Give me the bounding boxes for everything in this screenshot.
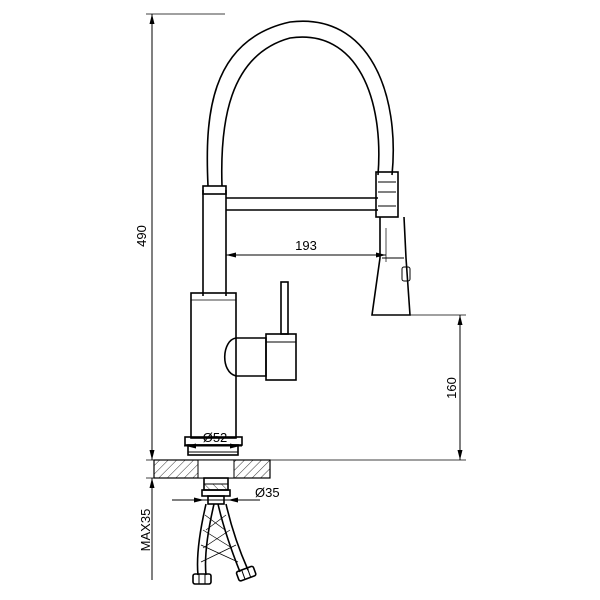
dimension-d35: Ø35 <box>172 485 280 503</box>
dimension-d52-label: Ø52 <box>203 430 228 445</box>
supply-hoses <box>192 503 257 585</box>
dimension-max35-label: MAX35 <box>138 509 153 552</box>
countertop <box>146 459 466 479</box>
dimension-max35: MAX35 <box>138 477 200 580</box>
dimension-490-label: 490 <box>134 225 149 247</box>
dimension-160-label: 160 <box>444 377 459 399</box>
dimension-d52: Ø52 <box>184 430 242 449</box>
dimension-160: 160 <box>410 314 466 460</box>
dimension-193-label: 193 <box>295 238 317 253</box>
dimension-193: 193 <box>226 228 387 262</box>
dimension-d35-label: Ø35 <box>255 485 280 500</box>
dimension-490: 490 <box>134 13 225 460</box>
faucet-body <box>184 20 411 456</box>
